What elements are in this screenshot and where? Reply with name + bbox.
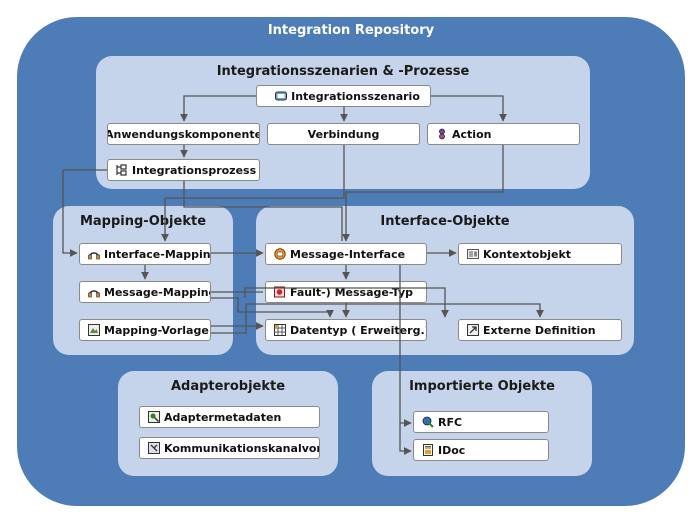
node-integrationsprozess[interactable]: Integrationsprozess: [107, 159, 260, 181]
mapping-icon: [88, 290, 100, 298]
rfc-icon: [422, 416, 434, 428]
node-label-adaptermetadaten: Adaptermetadaten: [164, 410, 282, 424]
node-label-action: Action: [452, 127, 492, 141]
node-datentyp[interactable]: Datentyp ( Erweiterg.): [265, 319, 427, 341]
node-label-idoc: IDoc: [438, 443, 466, 457]
node-label-integrationsszenario: Integrationsszenario: [291, 89, 420, 103]
group-title-integrationsszenarien: Integrationsszenarien & -Prozesse: [216, 64, 470, 79]
node-label-kontextobjekt: Kontextobjekt: [483, 247, 572, 261]
group-title-interface-objekte: Interface-Objekte: [380, 214, 510, 229]
node-label-datentyp: Datentyp ( Erweiterg.): [290, 323, 427, 337]
node-verbindung[interactable]: Verbindung: [267, 123, 420, 145]
context-object-icon: [467, 249, 479, 259]
group-title-adapterobjekte: Adapterobjekte: [170, 379, 286, 394]
node-fault-message-typ[interactable]: Fault-) Message-Typ: [265, 281, 427, 303]
node-message-interface[interactable]: Message-Interface: [265, 243, 427, 265]
node-interface-mapping[interactable]: Interface-Mapping: [79, 243, 211, 265]
external-definition-icon: [467, 324, 479, 336]
node-label-externe-definition: Externe Definition: [483, 323, 596, 337]
adapter-metadata-icon: [148, 411, 160, 423]
node-label-mapping-vorlage: Mapping-Vorlage: [104, 323, 209, 337]
node-label-message-interface: Message-Interface: [290, 247, 406, 261]
node-idoc[interactable]: IDoc: [413, 439, 549, 461]
communication-channel-template-icon: [148, 442, 160, 454]
fault-message-type-icon: [274, 286, 285, 298]
node-rfc[interactable]: RFC: [413, 411, 549, 433]
node-label-verbindung: Verbindung: [307, 127, 380, 141]
process-icon: [116, 164, 127, 176]
node-mapping-vorlage[interactable]: Mapping-Vorlage: [79, 319, 211, 341]
node-label-kommunikationskanalvorl: Kommunikationskanalvorl.: [164, 441, 320, 455]
template-icon: [88, 324, 100, 336]
group-title-mapping-objekte: Mapping-Objekte: [79, 214, 207, 229]
node-label-message-mapping: Message-Mapping: [104, 285, 211, 299]
node-adaptermetadaten[interactable]: Adaptermetadaten: [139, 406, 320, 428]
node-label-interface-mapping: Interface-Mapping: [104, 247, 211, 261]
node-label-fault-message-typ: Fault-) Message-Typ: [290, 285, 414, 299]
idoc-icon: [423, 444, 433, 456]
node-kontextobjekt[interactable]: Kontextobjekt: [458, 243, 622, 265]
group-title-importierte-objekte: Importierte Objekte: [409, 379, 555, 394]
node-message-mapping[interactable]: Message-Mapping: [79, 281, 211, 303]
node-kommunikationskanalvorl[interactable]: Kommunikationskanalvorl.: [139, 437, 320, 459]
action-icon: [439, 128, 445, 140]
repository-title: Integration Repository: [267, 23, 435, 38]
node-label-rfc: RFC: [438, 415, 463, 429]
data-type-icon: [274, 324, 286, 336]
node-label-integrationsprozess: Integrationsprozess: [132, 163, 257, 177]
scenario-icon: [275, 91, 288, 101]
node-integrationsszenario[interactable]: Integrationsszenario: [256, 85, 431, 107]
node-label-anwendungskomponente: Anwendungskomponente: [107, 127, 260, 141]
node-action[interactable]: Action: [427, 123, 580, 145]
message-interface-icon: [274, 248, 286, 260]
node-anwendungskomponente[interactable]: Anwendungskomponente: [107, 123, 260, 145]
node-externe-definition[interactable]: Externe Definition: [458, 319, 622, 341]
mapping-icon: [88, 252, 100, 260]
